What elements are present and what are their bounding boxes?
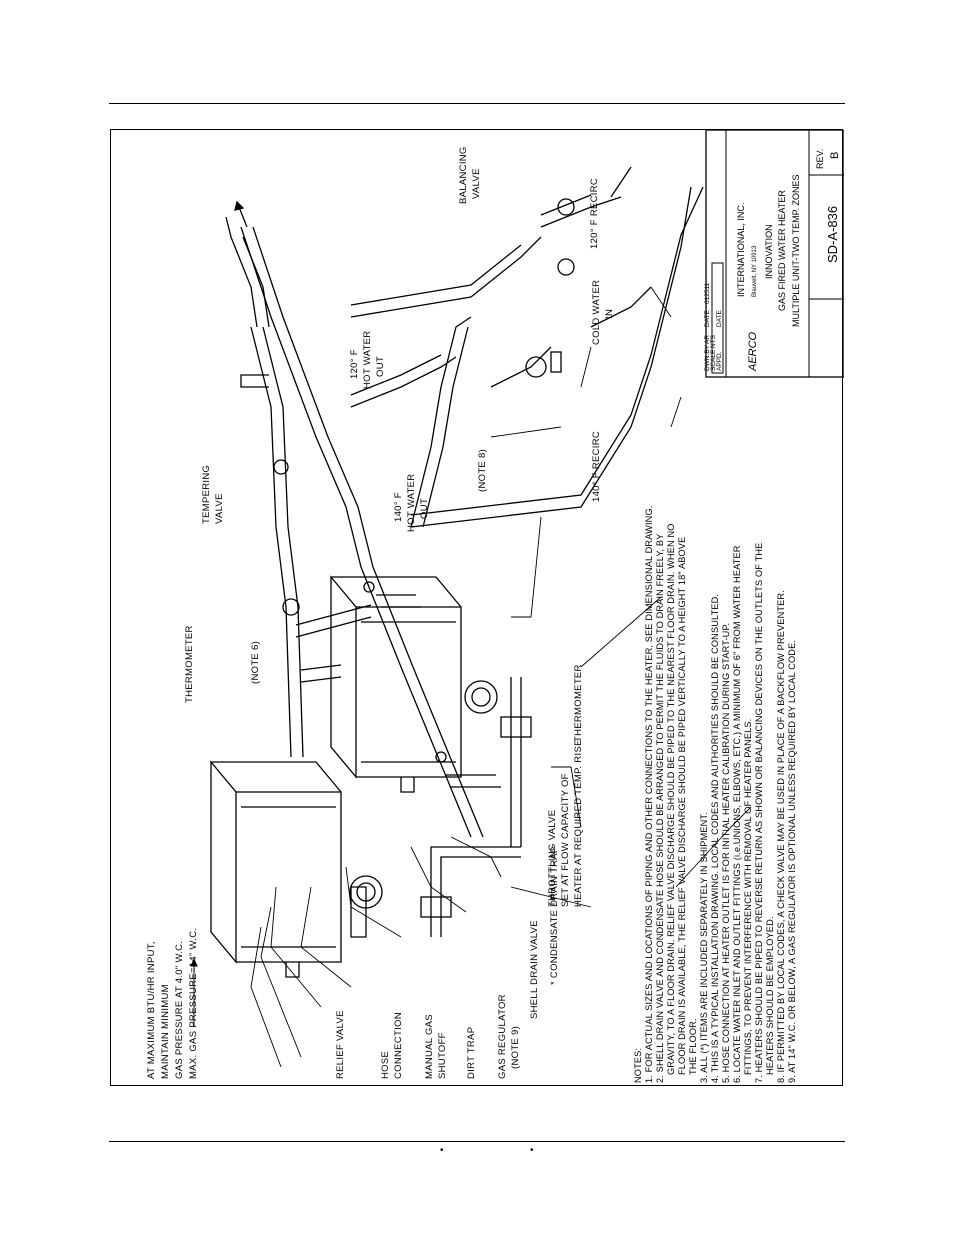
tempering-valve-label-1: TEMPERING [201, 465, 212, 524]
recirc-loops [350, 166, 704, 528]
hot-water-header [225, 216, 372, 758]
gas-pressure-line-4: MAX. GAS PRESSURE=14" W.C. [188, 928, 199, 1079]
hot-140-label-2: HOT WATER [406, 474, 417, 532]
appd-row [711, 262, 724, 374]
note-4: 4. THIS IS A TYPICAL INSTALLATION DRAWIN… [710, 594, 720, 1083]
leader-lines [190, 286, 752, 1068]
hose-connection-label-1: HOSE [380, 1051, 391, 1079]
date-label: DATE [704, 309, 711, 327]
recirc-120-label: 120° F RECIRC [589, 178, 600, 249]
note-8-callout: (NOTE 8) [477, 449, 488, 492]
throttling-valve-label-3: HEATER AT REQUIRED TEMP. RISE [573, 739, 584, 907]
gas-regulator-label-2: (NOTE 9) [510, 1026, 521, 1069]
note-7-line-1: 7. HEATERS SHOULD BE PIPED TO REVERSE RE… [754, 543, 764, 1083]
aerco-logo-text: AERCO [747, 331, 759, 372]
note-1: 1. FOR ACTUAL SIZES AND LOCATIONS OF PIP… [644, 506, 654, 1083]
title-block: APPD. DATE SCALE NTS DWN.BY AR DATE 0125… [704, 129, 845, 378]
note-2-line-3: FLOOR DRAIN IS AVAILABLE, THE RELIEF VAL… [677, 537, 687, 1075]
hose-connection-label-2: CONNECTION [393, 1012, 404, 1079]
shell-drain-valve-label: SHELL DRAIN VALVE [529, 920, 540, 1019]
note-2-line-2: GRAVITY, TO A FLOOR DRAIN. RELIEF VALVE … [666, 523, 676, 1075]
notes-heading: NOTES: [633, 1048, 643, 1083]
gas-pressure-line-3: GAS PRESSURE AT 4.0" W.C. [174, 941, 185, 1079]
dwn-by-label: DWN.BY [704, 344, 711, 371]
diagram-linework [190, 166, 752, 1068]
footer-rule [109, 1141, 845, 1142]
date-value: 012511 [704, 282, 711, 304]
hot-120-label-2: HOT WATER [362, 331, 373, 389]
scale-value: NTS [710, 334, 717, 348]
balancing-valve-label-2: VALVE [471, 168, 482, 199]
drawing-number: SD-A-836 [825, 206, 840, 263]
note-9: 9. AT 14" W.C. OR BELOW, A GAS REGULATOR… [787, 640, 797, 1083]
hot-140-label-1: 140° F [393, 492, 404, 522]
note-6-callout: (NOTE 6) [250, 641, 261, 684]
cold-water-label-1: COLD WATER [591, 280, 602, 345]
throttling-valve-label-2: SET AT FLOW CAPACITY OF [560, 773, 571, 907]
dwn-by-value: AR [704, 335, 711, 344]
recirc-140-label: 140° F RECIRC [591, 431, 602, 502]
drawing-title-2: MULTIPLE UNIT-TWO TEMP. ZONES [791, 174, 801, 327]
relief-valve-label: RELIEF VALVE [335, 1010, 346, 1079]
header-rule [109, 103, 845, 104]
notes-block: NOTES: 1. FOR ACTUAL SIZES AND LOCATIONS… [633, 506, 797, 1083]
note-7-line-2: HEATERS SHOULD BE EMPLOYED. [765, 916, 775, 1075]
company-city: Blauvelt, NY 10913 [752, 245, 758, 297]
drawing-title-1: GAS FIRED WATER HEATER [777, 190, 787, 311]
drawing-frame: AT MAXIMUM BTU/HR INPUT, MAINTAIN MINIMU… [110, 129, 845, 1087]
balancing-valve-label-1: BALANCING [458, 146, 469, 204]
rev-value: B [829, 152, 841, 159]
manual-gas-shutoff-label-1: MANUAL GAS [424, 1014, 435, 1079]
note-5: 5. HOSE CONNECTION AT HEATER OUTLET IS F… [721, 623, 731, 1083]
note-6-line-2: FITTINGS, TO PREVENT INTERFERENCE WITH R… [743, 719, 753, 1075]
thermometer-bottom-label: THERMOMETER [573, 664, 584, 742]
footer-bullet-2: • [530, 1145, 534, 1156]
tempering-valve-label-2: VALVE [214, 493, 225, 524]
appd-label: APPD. [716, 351, 723, 371]
hot-120-label-1: 120° F [349, 349, 360, 379]
product-name: INNOVATION [764, 224, 774, 279]
diagram-labels: AT MAXIMUM BTU/HR INPUT, MAINTAIN MINIMU… [146, 146, 615, 1079]
heater-1 [210, 760, 383, 978]
note-6-line-1: 6. LOCATE WATER INLET AND OUTLET FITTING… [732, 545, 742, 1083]
dirt-trap-label: DIRT TRAP [466, 1027, 477, 1079]
note-2-line-4: THE FLOOR. [688, 1018, 698, 1075]
footer-bullet-1: • [440, 1145, 444, 1156]
throttling-valve-label-1: THROTTLING VALVE [547, 810, 558, 907]
gas-lines [420, 677, 532, 937]
scale-label: SCALE [710, 349, 717, 371]
note-8: 8. IF PERMITTED BY LOCAL CODES, A CHECK … [776, 590, 786, 1083]
manual-gas-shutoff-label-2: SHUTOFF [437, 1032, 448, 1079]
condensate-drain-trap-label: * CONDENSATE DRAIN TRAP [549, 846, 560, 985]
appd-date-label: DATE [716, 309, 723, 327]
gas-pressure-line-1: AT MAXIMUM BTU/HR INPUT, [146, 941, 157, 1079]
gas-regulator-label-1: GAS REGULATOR [497, 994, 508, 1079]
hot-140-label-3: OUT [419, 498, 430, 519]
rotated-drawing-sheet: AT MAXIMUM BTU/HR INPUT, MAINTAIN MINIMU… [111, 129, 845, 1087]
cold-water-header [234, 200, 501, 838]
note-2-line-1: 2. SHELL DRAIN VALVE AND CONDENSATE HOSE… [655, 534, 665, 1083]
hot-120-label-3: OUT [375, 356, 386, 377]
cold-water-label-2: IN [604, 309, 615, 319]
rev-label: REV. [815, 149, 825, 169]
thermometer-top-label: THERMOMETER [184, 625, 195, 703]
note-3: 3. ALL (*) ITEMS ARE INCLUDED SEPARATELY… [699, 812, 709, 1083]
piping-diagram: AT MAXIMUM BTU/HR INPUT, MAINTAIN MINIMU… [146, 129, 845, 1083]
company-name: INTERNATIONAL, INC. [736, 203, 746, 297]
gas-pressure-line-2: MAINTAIN MINIMUM [160, 984, 171, 1079]
